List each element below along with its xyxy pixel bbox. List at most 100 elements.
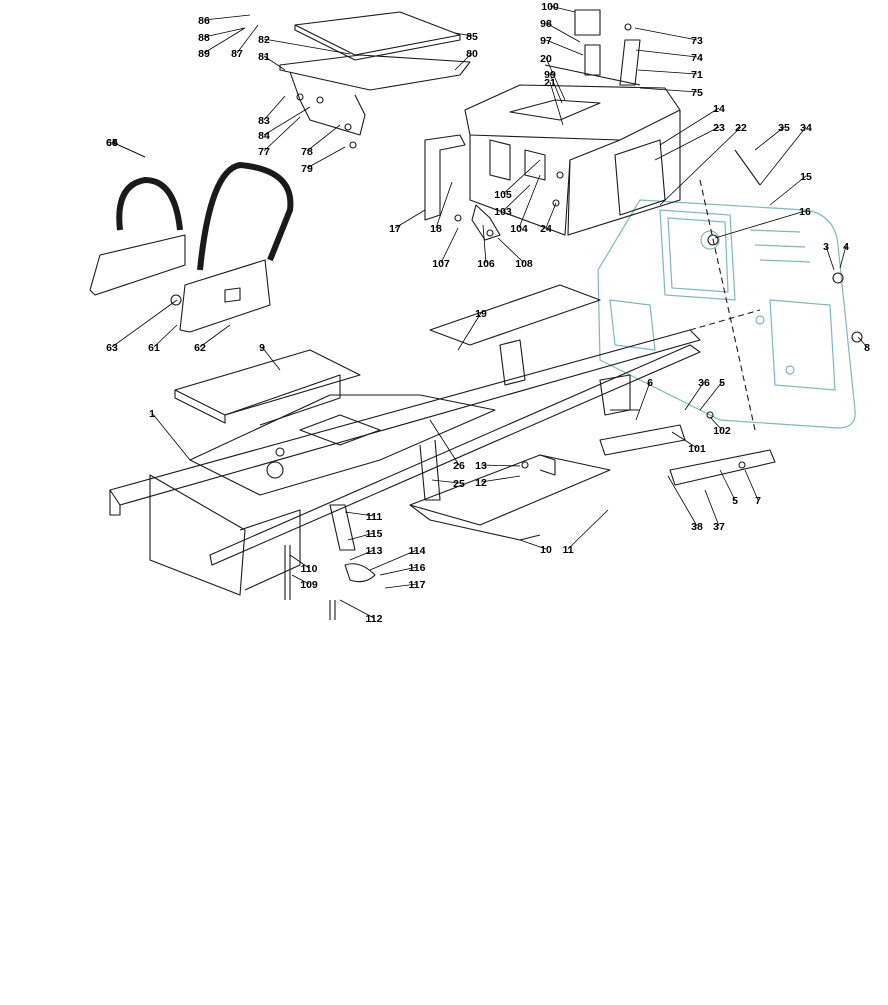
leader-line-37	[704, 489, 720, 527]
callout-100: 100	[541, 1, 559, 13]
leader-line-17	[394, 209, 426, 229]
leader-line-84	[263, 106, 311, 136]
leader-line-111	[344, 511, 375, 517]
leader-line-62	[199, 324, 231, 348]
leader-line-108	[497, 237, 525, 264]
callout-84: 84	[258, 130, 270, 142]
callout-20: 20	[540, 53, 552, 65]
callout-103: 103	[494, 206, 512, 218]
callout-82: 82	[258, 34, 270, 46]
leader-line-13	[480, 464, 521, 467]
leader-line-99	[549, 73, 563, 104]
leader-line-100	[549, 5, 576, 13]
callout-3: 3	[823, 241, 829, 253]
leader-line-79	[306, 146, 346, 169]
leader-line-105	[502, 159, 541, 195]
callout-104: 104	[510, 223, 528, 235]
callout-73: 73	[691, 35, 703, 47]
callout-34: 34	[800, 122, 812, 134]
callout-12: 12	[475, 477, 487, 489]
leader-line-78	[306, 124, 341, 152]
callout-79: 79	[301, 163, 313, 175]
leader-line-101	[671, 431, 698, 449]
callout-108: 108	[515, 258, 533, 270]
dashboard-panel	[597, 199, 856, 429]
callout-61: 61	[148, 342, 160, 354]
leader-line-106	[482, 224, 487, 264]
callout-16: 16	[799, 206, 811, 218]
callout-89: 89	[198, 48, 210, 60]
roll-bar	[89, 162, 294, 333]
leader-line-89	[203, 27, 246, 54]
leader-line-117	[384, 583, 418, 589]
leader-line-65	[111, 141, 146, 158]
callout-86: 86	[198, 15, 210, 27]
callout-111: 111	[366, 511, 383, 523]
leader-line-23	[654, 126, 720, 161]
leader-line-112	[339, 599, 375, 619]
leader-line-18	[435, 181, 453, 229]
leader-line-61	[153, 324, 178, 348]
callout-6: 6	[647, 377, 653, 389]
leader-line-14	[659, 107, 720, 146]
callout-65: 65	[106, 137, 118, 149]
leader-line-81	[263, 55, 286, 71]
leader-lines	[111, 5, 868, 619]
leader-line-75	[639, 87, 698, 93]
callout-105: 105	[494, 189, 512, 201]
leader-line-36	[684, 381, 705, 411]
leader-line-1	[151, 412, 191, 461]
callout-80: 80	[466, 48, 478, 60]
callout-64: 64	[106, 137, 118, 149]
leader-line-73	[634, 27, 698, 41]
leader-line-110	[289, 554, 310, 569]
leader-line-15	[769, 175, 807, 206]
callout-109: 109	[300, 579, 318, 591]
callout-97: 97	[540, 35, 552, 47]
leader-line-24	[545, 202, 557, 229]
leader-line-87	[236, 24, 259, 54]
callout-26: 26	[453, 460, 465, 472]
callout-17: 17	[389, 223, 401, 235]
callout-110: 110	[301, 563, 318, 575]
callout-38: 38	[691, 521, 703, 533]
callout-62: 62	[194, 342, 206, 354]
callout-115: 115	[366, 528, 383, 540]
callout-10: 10	[540, 544, 552, 556]
steering-console	[464, 84, 681, 236]
callout-112: 112	[366, 613, 383, 625]
leader-line-20	[545, 57, 566, 101]
callout-107: 107	[432, 258, 450, 270]
leader-line-7	[744, 469, 759, 501]
leader-line-114	[369, 549, 418, 571]
leader-line-21	[549, 81, 564, 126]
callout-14: 14	[713, 103, 725, 115]
callout-4: 4	[843, 241, 849, 253]
callout-8: 8	[864, 342, 870, 354]
leader-line-26	[429, 419, 460, 466]
leader-line-85	[454, 32, 473, 37]
main-frame	[109, 284, 701, 596]
callout-71: 71	[691, 69, 703, 81]
callout-9: 9	[259, 342, 265, 354]
leader-line-5	[699, 381, 723, 411]
callout-13: 13	[475, 460, 487, 472]
callout-85: 85	[466, 31, 478, 43]
leader-line-4	[839, 245, 847, 269]
callout-101: 101	[688, 443, 706, 455]
callout-74: 74	[691, 52, 703, 64]
leader-line-103	[502, 184, 531, 212]
leader-line-74	[635, 49, 698, 58]
leader-line-35	[754, 126, 785, 151]
callout-88: 88	[198, 32, 210, 44]
leader-line-10	[519, 539, 547, 550]
hardware-bits	[170, 9, 863, 486]
leader-line-107	[440, 227, 459, 264]
leader-line-83	[263, 95, 286, 121]
leader-line-116	[379, 566, 418, 576]
callout-77: 77	[258, 146, 270, 158]
leader-line-34	[759, 126, 807, 186]
callout-23: 23	[713, 122, 725, 134]
callout-36: 36	[698, 377, 710, 389]
leader-line-25	[431, 479, 460, 484]
